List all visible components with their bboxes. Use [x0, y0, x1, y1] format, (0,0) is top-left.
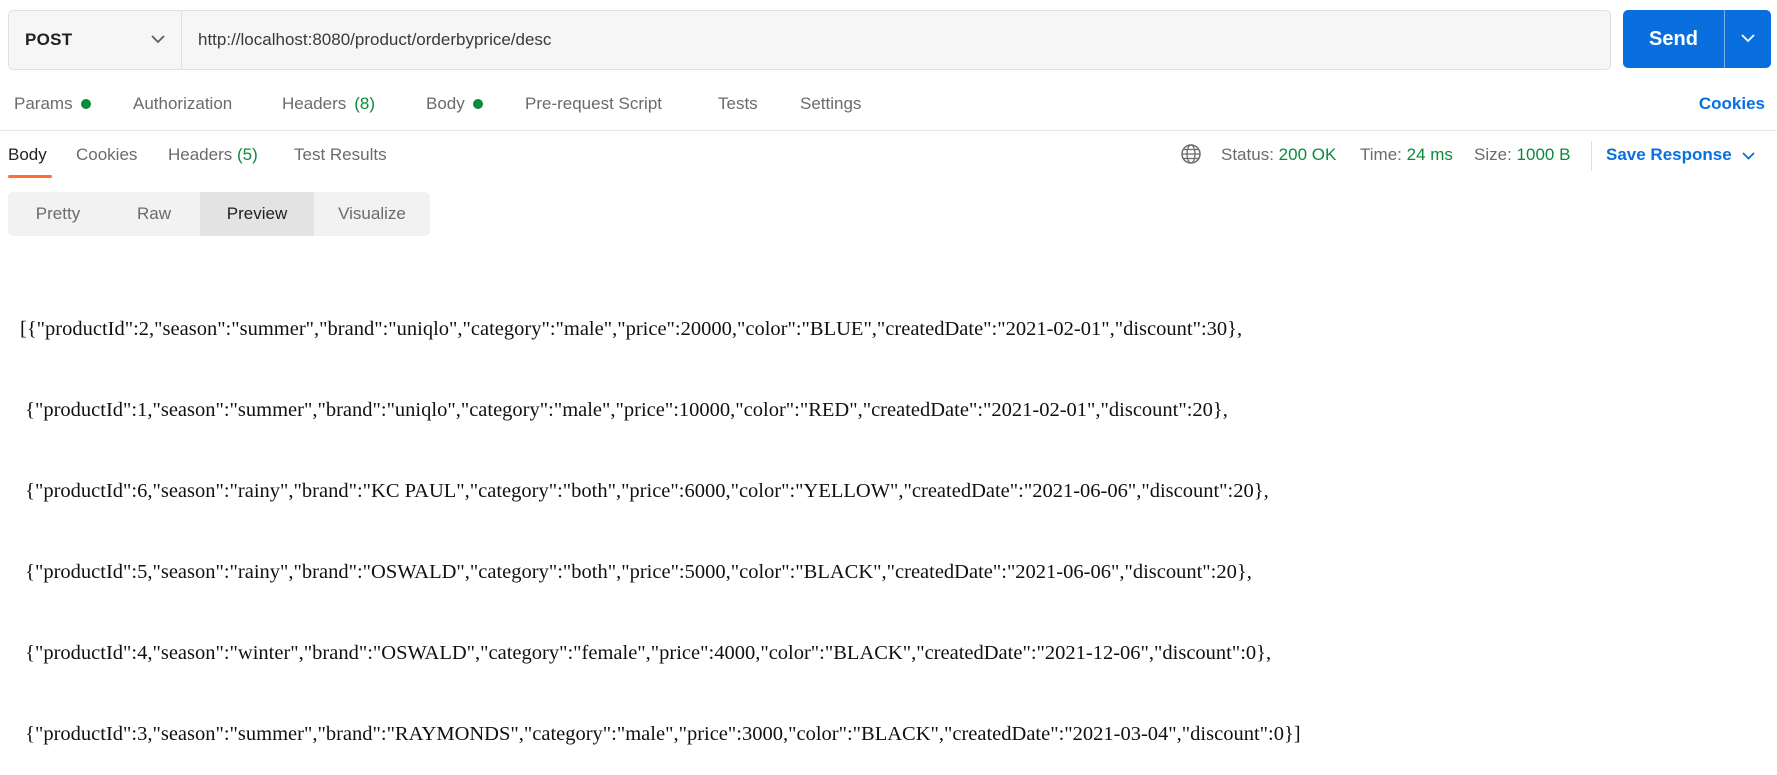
response-line: [{"productId":2,"season":"summer","brand… [20, 318, 1243, 340]
method-select[interactable]: POST [9, 11, 182, 69]
view-visualize[interactable]: Visualize [338, 204, 406, 223]
section-divider [0, 130, 1777, 131]
tab-authorization-label: Authorization [133, 94, 233, 113]
time-value: 24 ms [1406, 145, 1453, 164]
tab-headers-label: Headers [282, 94, 347, 113]
tab-pre-request-script[interactable]: Pre-request Script [525, 94, 662, 114]
active-tab-indicator [8, 175, 52, 178]
response-tab-cookies[interactable]: Cookies [76, 145, 138, 164]
method-label: POST [25, 30, 73, 49]
response-body-preview: [{"productId":2,"season":"summer","brand… [20, 262, 1301, 775]
params-indicator-dot [80, 99, 91, 109]
response-line: {"productId":3,"season":"summer","brand"… [20, 723, 1301, 745]
response-size: Size: 1000 B [1474, 145, 1570, 165]
headers-count: (8) [354, 94, 376, 113]
tab-settings[interactable]: Settings [800, 94, 861, 114]
response-status: Status: 200 OK [1221, 145, 1336, 165]
tab-tests[interactable]: Tests [718, 94, 758, 114]
save-response-button[interactable]: Save Response [1606, 145, 1755, 165]
size-value: 1000 B [1516, 145, 1571, 164]
response-line: {"productId":6,"season":"rainy","brand":… [20, 480, 1269, 502]
tab-body-label: Body [426, 94, 465, 113]
tab-settings-label: Settings [800, 94, 862, 113]
tab-params[interactable]: Params [14, 94, 91, 114]
send-button[interactable]: Send [1649, 27, 1698, 50]
size-label: Size: [1474, 145, 1512, 164]
response-tab-body[interactable]: Body [8, 145, 47, 164]
response-time: Time: 24 ms [1360, 145, 1453, 165]
time-label: Time: [1360, 145, 1402, 164]
globe-icon[interactable] [1180, 143, 1202, 170]
response-tab-headers-label: Headers [168, 145, 233, 164]
tab-headers[interactable]: Headers (8) [282, 94, 375, 114]
view-pretty[interactable]: Pretty [35, 204, 81, 223]
response-line: {"productId":1,"season":"summer","brand"… [20, 399, 1228, 421]
tab-authorization[interactable]: Authorization [133, 94, 232, 114]
response-line: {"productId":4,"season":"winter","brand"… [20, 642, 1272, 664]
response-tab-test-results[interactable]: Test Results [294, 145, 387, 164]
tab-body[interactable]: Body [426, 94, 483, 114]
send-button-group: Send [1623, 10, 1771, 68]
save-response-label: Save Response [1606, 145, 1732, 164]
tab-tests-label: Tests [718, 94, 758, 113]
chevron-down-icon [1742, 145, 1755, 165]
response-tab-headers[interactable]: Headers (5) [168, 145, 258, 165]
response-line: {"productId":5,"season":"rainy","brand":… [20, 561, 1252, 583]
chevron-down-icon [151, 31, 165, 49]
request-tabs: Params Authorization Headers (8) Body Pr… [0, 86, 1777, 130]
send-divider [1724, 10, 1725, 68]
status-label: Status: [1221, 145, 1274, 164]
url-input[interactable]: http://localhost:8080/product/orderbypri… [198, 30, 552, 49]
response-headers-count: (5) [237, 145, 258, 164]
cookies-link[interactable]: Cookies [1698, 94, 1765, 113]
meta-divider [1591, 141, 1592, 171]
request-bar: POST http://localhost:8080/product/order… [8, 10, 1611, 70]
tab-params-label: Params [14, 94, 73, 113]
view-preview[interactable]: Preview [200, 192, 314, 236]
tab-pre-request-label: Pre-request Script [525, 94, 662, 113]
send-options-button[interactable] [1725, 10, 1771, 68]
status-value: 200 OK [1278, 145, 1337, 164]
body-indicator-dot [472, 99, 483, 109]
chevron-down-icon [1741, 30, 1755, 48]
response-tabs: Body Cookies Headers (5) Test Results St… [0, 131, 1777, 179]
view-raw[interactable]: Raw [136, 204, 171, 223]
view-mode-toggle: Pretty Raw Preview Visualize [8, 192, 430, 236]
